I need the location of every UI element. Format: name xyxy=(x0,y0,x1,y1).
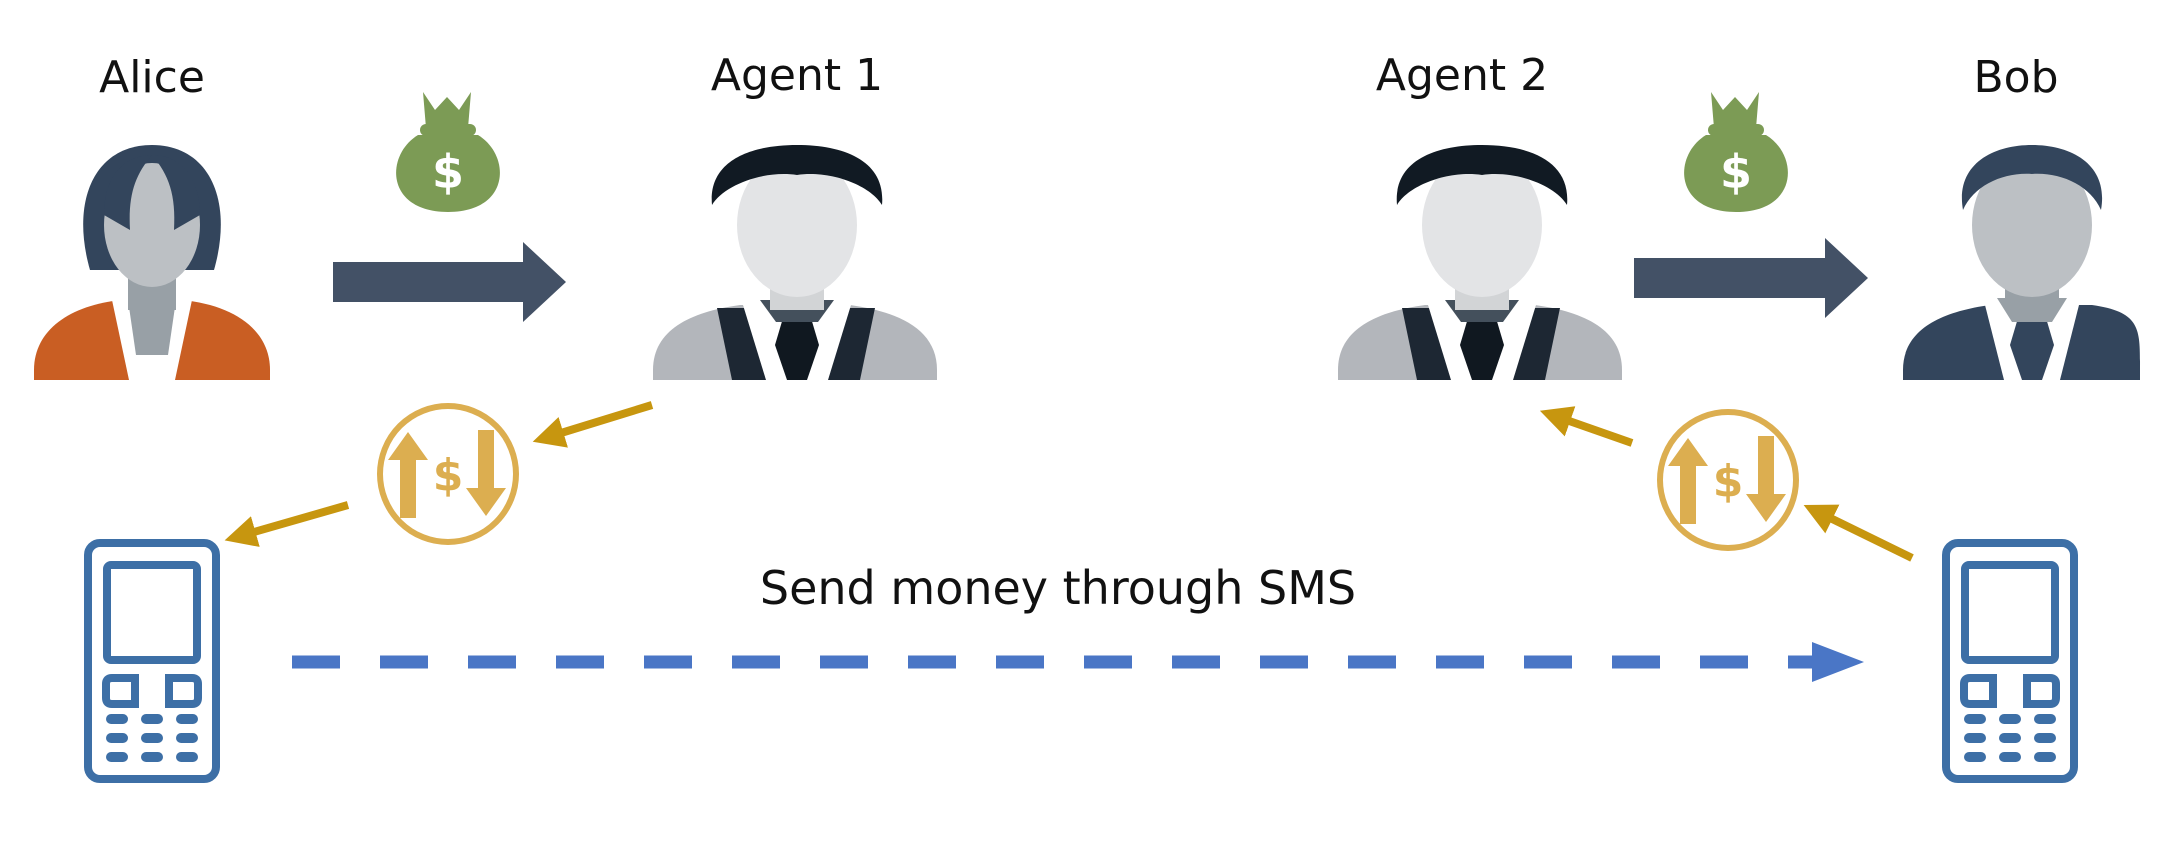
currency-exchange-icon-2: $ xyxy=(1657,409,1799,551)
label-agent-2: Agent 2 xyxy=(1376,50,1548,101)
label-alice: Alice xyxy=(99,52,205,103)
mobile-phone-icon-bob xyxy=(1942,539,2078,783)
bob-person-icon xyxy=(1903,145,2141,380)
agent-2-person-icon xyxy=(1338,145,1622,380)
gold-arrow-agent1-to-exchange xyxy=(532,401,654,448)
gold-arrow-exchange-to-phone xyxy=(224,501,350,547)
transfer-arrow-alice-to-agent1 xyxy=(333,242,566,322)
svg-text:$: $ xyxy=(432,145,464,199)
agent-1-person-icon xyxy=(653,145,937,380)
gold-arrow-phone-to-exchange xyxy=(1803,504,1914,562)
label-agent-1: Agent 1 xyxy=(711,50,883,101)
label-bob: Bob xyxy=(1973,52,2058,103)
money-bag-icon-2: $ xyxy=(1684,92,1788,212)
gold-arrow-exchange-to-agent2 xyxy=(1539,406,1634,447)
mobile-phone-icon-alice xyxy=(84,539,220,783)
alice-person-icon xyxy=(34,145,270,380)
money-bag-icon: $ xyxy=(396,92,500,212)
svg-text:$: $ xyxy=(1720,145,1752,199)
sms-caption: Send money through SMS xyxy=(760,561,1356,615)
svg-text:$: $ xyxy=(1713,456,1744,507)
transfer-arrow-agent2-to-bob xyxy=(1634,238,1868,318)
currency-exchange-icon: $ xyxy=(377,403,519,545)
svg-text:$: $ xyxy=(433,450,464,501)
sms-arrow-head xyxy=(1812,642,1864,682)
